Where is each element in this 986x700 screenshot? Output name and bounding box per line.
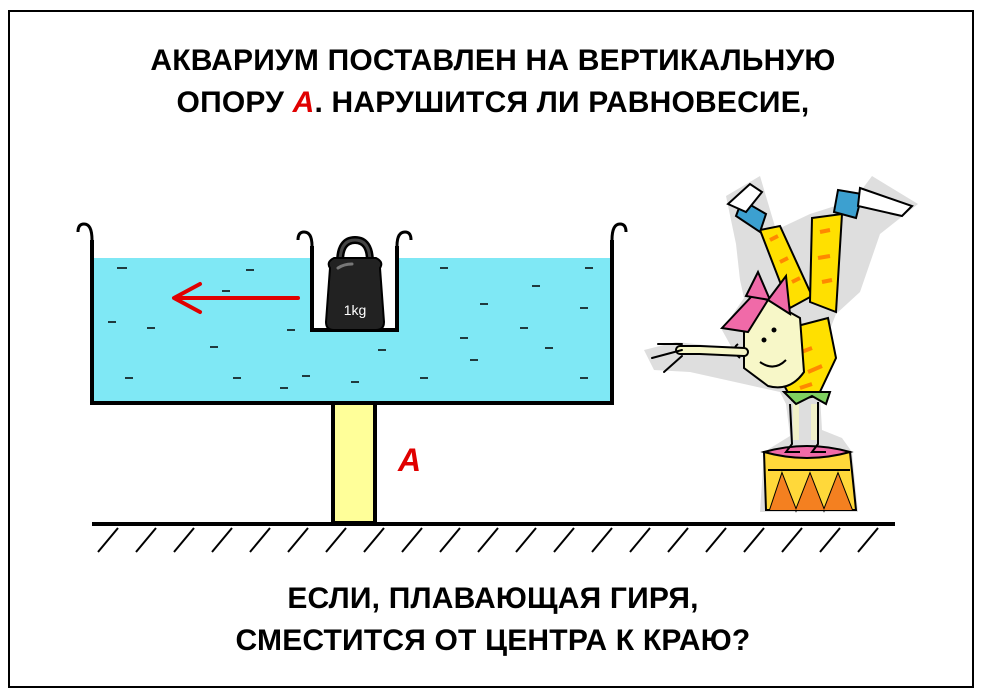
water-ripples bbox=[108, 267, 593, 389]
question-bottom: ЕСЛИ, ПЛАВАЮЩАЯ ГИРЯ, СМЕСТИТСЯ ОТ ЦЕНТР… bbox=[0, 578, 986, 662]
kettlebell-icon: 1kg bbox=[324, 235, 386, 331]
question-line-3: ЕСЛИ, ПЛАВАЮЩАЯ ГИРЯ, bbox=[287, 582, 699, 615]
direction-arrow bbox=[172, 282, 300, 314]
clown-acrobat-illustration bbox=[644, 176, 918, 513]
support-letter-inline: А bbox=[292, 86, 315, 119]
question-line-2-end: . НАРУШИТСЯ ЛИ РАВНОВЕСИЕ, bbox=[314, 86, 810, 119]
question-line-2: ОПОРУ А. НАРУШИТСЯ ЛИ РАВНОВЕСИЕ, bbox=[0, 82, 986, 124]
weight-label: 1kg bbox=[344, 302, 367, 318]
question-line-1: АКВАРИУМ ПОСТАВЛЕН НА ВЕРТИКАЛЬНУЮ bbox=[150, 44, 836, 77]
question-line-2-start: ОПОРУ bbox=[176, 86, 293, 119]
support-label: А bbox=[397, 442, 421, 478]
ground bbox=[92, 522, 895, 553]
question-top: АКВАРИУМ ПОСТАВЛЕН НА ВЕРТИКАЛЬНУЮ ОПОРУ… bbox=[0, 40, 986, 124]
picture-frame bbox=[8, 10, 974, 688]
question-line-4: СМЕСТИТСЯ ОТ ЦЕНТРА К КРАЮ? bbox=[235, 624, 751, 657]
support-pillar bbox=[331, 401, 377, 525]
